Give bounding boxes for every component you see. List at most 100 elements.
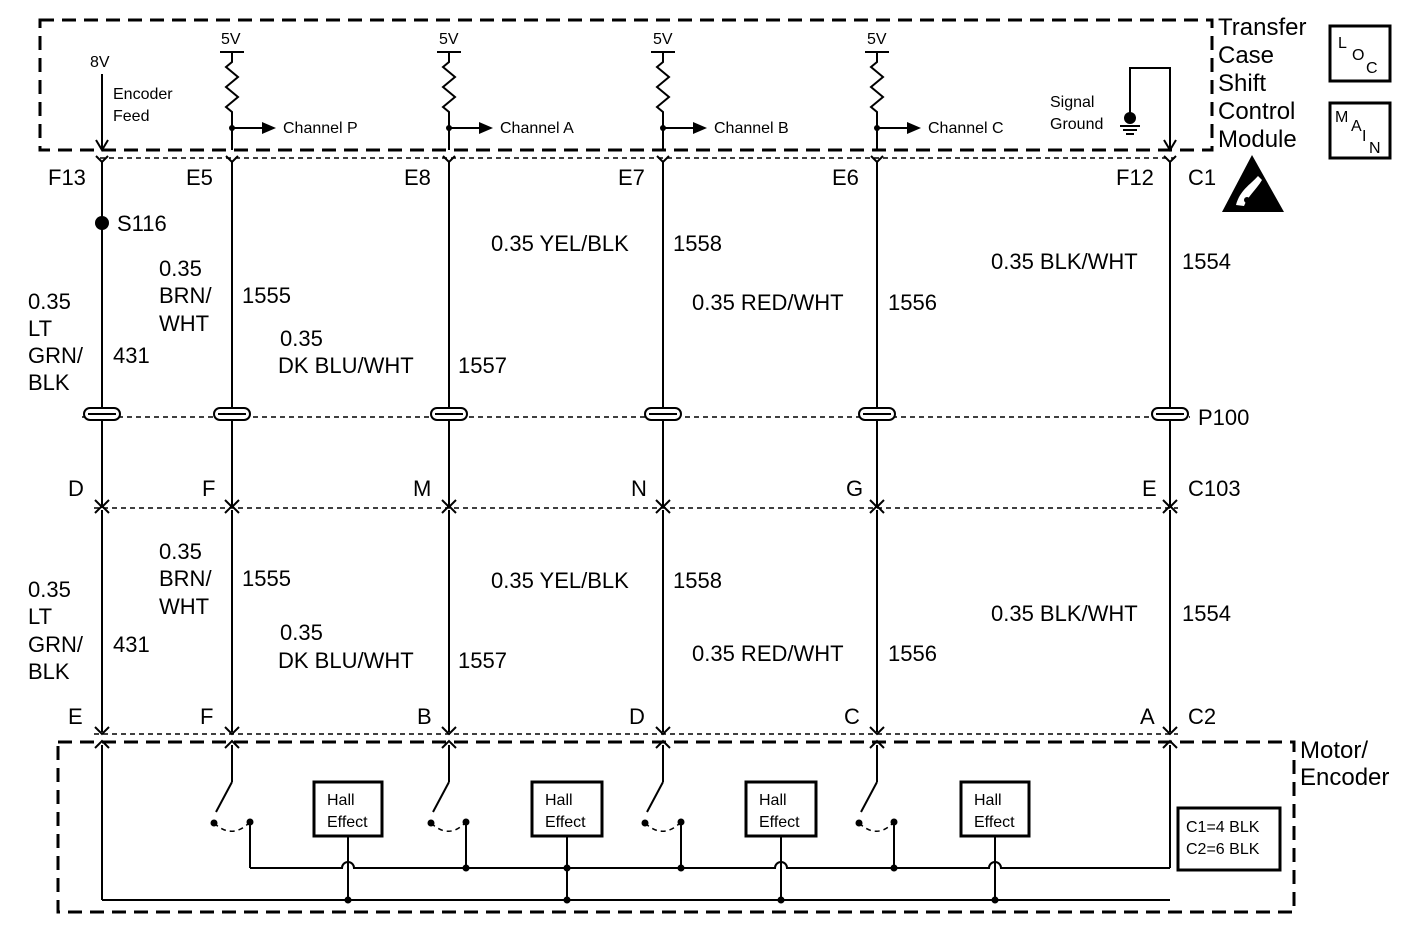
loc-letter-o: O xyxy=(1352,47,1364,64)
c2-chevrons xyxy=(94,726,1178,749)
c103-pin-f: F xyxy=(202,476,215,501)
wire-431-upper-label: 0.35 LT GRN/ BLK 431 xyxy=(28,289,150,395)
hall-effect-sensor-3: Hall Effect xyxy=(744,780,818,838)
wire-1556-upper-line-1: 0.35 RED/WHT xyxy=(692,290,844,315)
esd-warning-icon xyxy=(1222,155,1284,212)
wire-1555-upper-label: 0.35 BRN/ WHT 1555 xyxy=(159,256,291,336)
wire-431-lower-line-4: BLK xyxy=(28,659,70,684)
motor-encoder-box xyxy=(56,740,1296,914)
wire-1558-upper-label: 0.35 YEL/BLK 1558 xyxy=(491,231,722,256)
signal-ground-line-1: Signal xyxy=(1050,94,1094,111)
wire-1557-lower-label: 0.35 DK BLU/WHT 1557 xyxy=(278,620,507,673)
wire-1554-upper-label: 0.35 BLK/WHT 1554 xyxy=(991,249,1231,274)
hall-switch-c xyxy=(855,745,898,832)
wire-1556-upper-label: 0.35 RED/WHT 1556 xyxy=(692,290,937,315)
c103-pin-m: M xyxy=(413,476,431,501)
upper-wires xyxy=(101,162,1171,408)
rail-5v-label-p: 5V xyxy=(221,31,241,48)
tccm-title-line-2: Case xyxy=(1218,42,1274,69)
tccm-module-box xyxy=(38,18,1214,152)
tccm-title-line-1: Transfer xyxy=(1218,14,1306,41)
hall-effect-4-line-1: Hall xyxy=(974,792,1002,809)
rail-5v-label-c: 5V xyxy=(867,31,887,48)
wire-1558-lower-circuit: 1558 xyxy=(673,568,722,593)
hall-effect-4-line-2: Effect xyxy=(974,814,1015,831)
motor-title-line-2: Encoder xyxy=(1300,764,1389,791)
wire-1555-lower-label: 0.35 BRN/ WHT 1555 xyxy=(159,539,291,619)
wire-1554-lower-line-1: 0.35 BLK/WHT xyxy=(991,601,1138,626)
wire-1557-upper-line-1: 0.35 xyxy=(280,326,323,351)
loc-letter-c: C xyxy=(1366,60,1378,77)
loc-badge: L O C xyxy=(1328,24,1392,83)
mid-wires xyxy=(101,420,1171,506)
c103-pin-g: G xyxy=(846,476,863,501)
c2-pin-e: E xyxy=(68,704,83,729)
wire-1558-lower-label: 0.35 YEL/BLK 1558 xyxy=(491,568,722,593)
encoder-feed-line-2: Feed xyxy=(113,108,149,125)
hall-effect-3-line-1: Hall xyxy=(759,792,787,809)
c2-pin-c: C xyxy=(844,704,860,729)
wire-1556-upper-circuit: 1556 xyxy=(888,290,937,315)
splice-s116-label: S116 xyxy=(117,211,167,236)
c2-pin-b: B xyxy=(417,704,432,729)
hall-effect-2-line-2: Effect xyxy=(545,814,586,831)
wire-1558-lower-line-1: 0.35 YEL/BLK xyxy=(491,568,629,593)
hall-effect-sensor-2: Hall Effect xyxy=(530,780,604,838)
c1-connector-label: C1 xyxy=(1188,165,1216,190)
bus-junction-dots xyxy=(344,864,999,904)
wire-431-lower-label: 0.35 LT GRN/ BLK 431 xyxy=(28,577,150,684)
p100-terminals xyxy=(83,407,1189,421)
wire-1554-lower-label: 0.35 BLK/WHT 1554 xyxy=(991,601,1231,626)
channel-b-label: Channel B xyxy=(714,120,789,137)
rail-5v-label-a: 5V xyxy=(439,31,459,48)
wire-1555-upper-line-2: BRN/ xyxy=(159,283,212,308)
c1-pin-chevrons xyxy=(95,155,1177,164)
wire-431-upper-line-2: LT xyxy=(28,316,52,341)
hall-switch-p xyxy=(210,745,254,832)
connector-note-line-2: C2=6 BLK xyxy=(1186,841,1260,858)
encoder-feed-line-1: Encoder xyxy=(113,86,173,103)
rail-5v-label-b: 5V xyxy=(653,31,673,48)
c1-pin-e8: E8 xyxy=(404,165,431,190)
c103-pin-n: N xyxy=(631,476,647,501)
c1-pin-e7: E7 xyxy=(618,165,645,190)
wire-1556-lower-line-1: 0.35 RED/WHT xyxy=(692,641,844,666)
wire-1557-lower-circuit: 1557 xyxy=(458,648,507,673)
wire-431-upper-circuit: 431 xyxy=(113,343,150,368)
c2-pin-f: F xyxy=(200,704,213,729)
wire-1557-upper-line-2: DK BLU/WHT xyxy=(278,353,414,378)
c1-pin-f13: F13 xyxy=(48,165,86,190)
wire-1557-upper-label: 0.35 DK BLU/WHT 1557 xyxy=(278,326,507,378)
wire-431-lower-circuit: 431 xyxy=(113,632,150,657)
c2-pin-d: D xyxy=(629,704,645,729)
wire-431-upper-line-4: BLK xyxy=(28,370,70,395)
pullup-channel-a: 5V Channel A xyxy=(437,31,574,150)
channel-p-label: Channel P xyxy=(283,120,358,137)
tccm-title-line-4: Control xyxy=(1218,98,1295,125)
motor-title-line-1: Motor/ xyxy=(1300,737,1368,764)
hall-effect-1-line-2: Effect xyxy=(327,814,368,831)
wire-1555-lower-line-1: 0.35 xyxy=(159,539,202,564)
wire-1557-lower-line-2: DK BLU/WHT xyxy=(278,648,414,673)
main-letter-n: N xyxy=(1369,140,1381,157)
wire-1555-lower-circuit: 1555 xyxy=(242,566,291,591)
wire-1558-upper-line-1: 0.35 YEL/BLK xyxy=(491,231,629,256)
wire-1555-upper-circuit: 1555 xyxy=(242,283,291,308)
wire-1558-upper-circuit: 1558 xyxy=(673,231,722,256)
signal-ground: Signal Ground xyxy=(1050,67,1177,152)
c103-pin-d: D xyxy=(68,476,84,501)
rail-8v-label: 8V xyxy=(90,54,110,71)
wire-431-upper-line-1: 0.35 xyxy=(28,289,71,314)
c2-connector-label: C2 xyxy=(1188,704,1216,729)
wire-1557-lower-line-1: 0.35 xyxy=(280,620,323,645)
main-letter-a: A xyxy=(1351,118,1362,135)
wire-1554-upper-circuit: 1554 xyxy=(1182,249,1231,274)
hall-effect-3-line-2: Effect xyxy=(759,814,800,831)
channel-c-label: Channel C xyxy=(928,120,1004,137)
wire-431-upper-line-3: GRN/ xyxy=(28,343,84,368)
wire-1555-upper-line-3: WHT xyxy=(159,311,209,336)
wire-1554-upper-line-1: 0.35 BLK/WHT xyxy=(991,249,1138,274)
hall-switch-a xyxy=(427,745,470,832)
pullup-channel-p: 5V Channel P xyxy=(220,31,358,150)
